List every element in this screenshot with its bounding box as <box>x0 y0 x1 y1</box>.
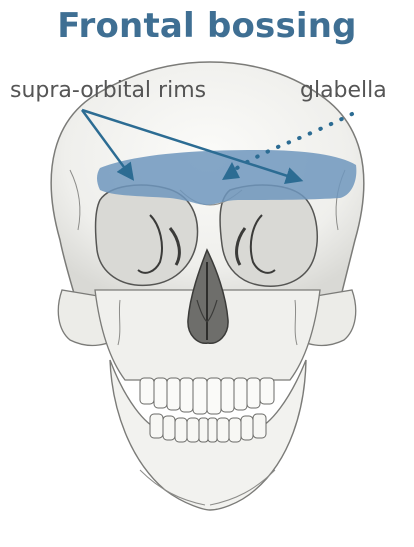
right-orbit <box>220 185 317 286</box>
diagram-title: Frontal bossing <box>0 6 414 46</box>
upper-teeth <box>140 378 274 414</box>
label-supra-orbital-rims: supra-orbital rims <box>10 78 206 103</box>
left-orbit <box>95 185 197 285</box>
label-glabella: glabella <box>300 78 387 103</box>
lower-teeth <box>150 414 266 442</box>
